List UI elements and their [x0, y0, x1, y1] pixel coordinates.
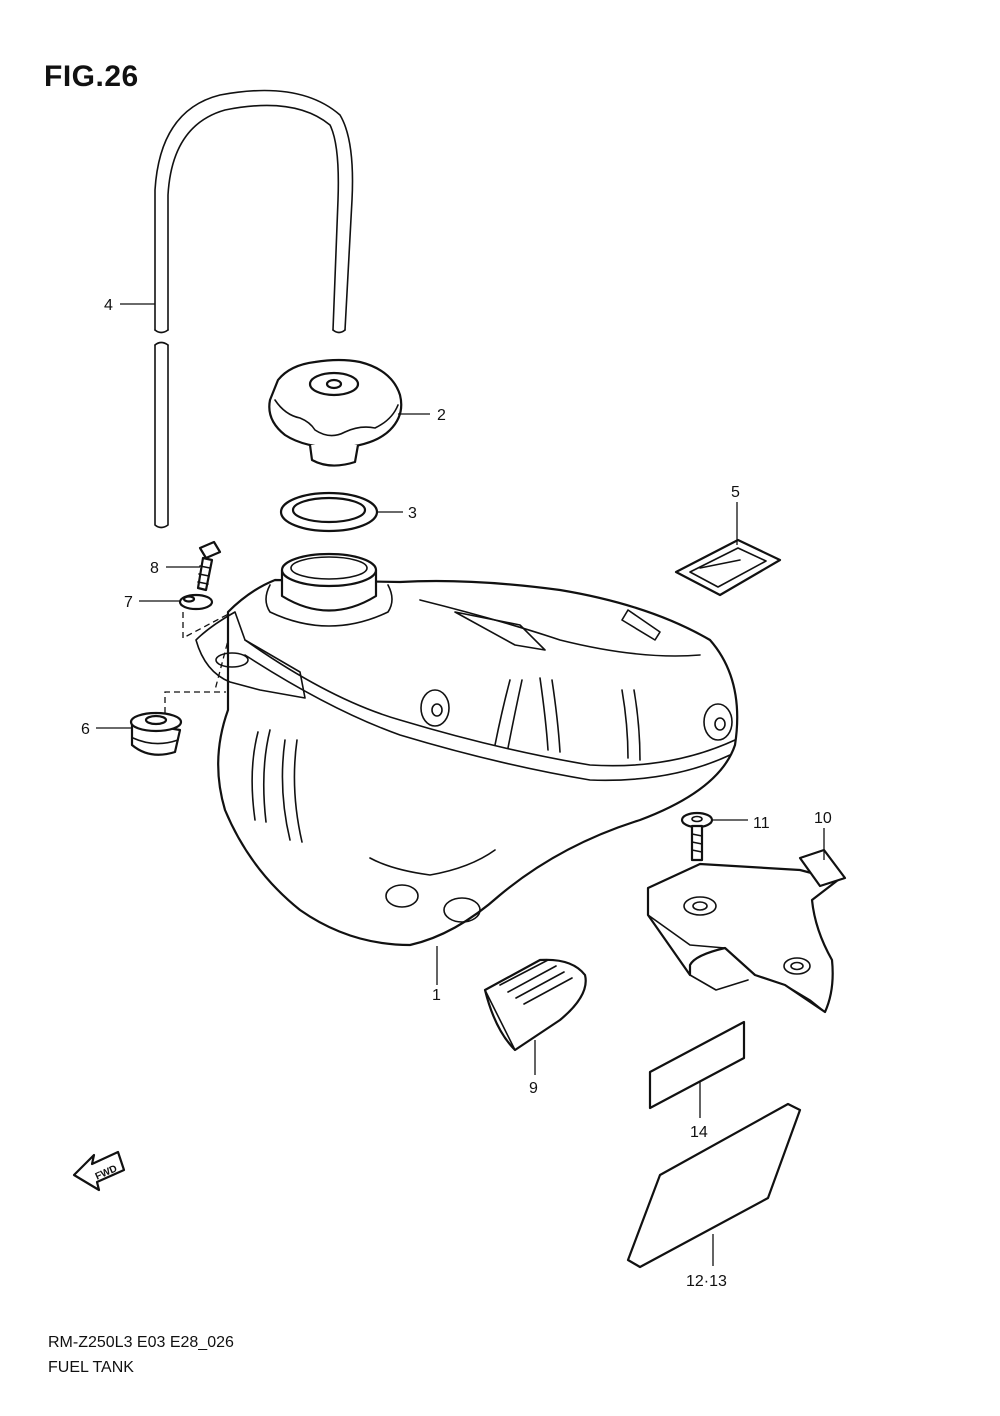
- tank-bracket-part: [646, 848, 847, 1014]
- callout-4: 4: [104, 297, 113, 314]
- model-code: RM-Z250L3 E03 E28_026: [48, 1334, 234, 1351]
- screw-part: [680, 811, 714, 862]
- collar-part: [178, 593, 214, 611]
- callout-7: 7: [124, 594, 133, 611]
- callout-14: 14: [690, 1124, 708, 1141]
- callout-8: 8: [150, 560, 159, 577]
- gasket-part: [279, 491, 379, 533]
- decal-small-part: [648, 1020, 746, 1110]
- callout-5: 5: [731, 484, 740, 501]
- breather-hose-part: [154, 89, 354, 529]
- bolt-part: [196, 540, 222, 592]
- section-name: FUEL TANK: [48, 1359, 134, 1376]
- fuel-tank-part: [195, 552, 739, 947]
- decal-large-part: [626, 1102, 802, 1269]
- tank-strap-clip-part: [674, 538, 782, 597]
- damper-rubber-part: [483, 958, 587, 1052]
- grommet-part: [129, 711, 183, 756]
- collar-guide-dash: [182, 608, 238, 691]
- callout-3: 3: [408, 505, 417, 522]
- callout-6: 6: [81, 721, 90, 738]
- leader-lines: [96, 303, 825, 1266]
- figure-title: FIG.26: [44, 60, 139, 93]
- callout-10: 10: [814, 810, 832, 827]
- callout-12-13: 12·13: [686, 1273, 727, 1290]
- grommet-guide-dash: [164, 691, 226, 713]
- callout-9: 9: [529, 1080, 538, 1097]
- fuel-cap-part: [268, 358, 403, 467]
- fwd-arrow-icon: FWD: [72, 1150, 126, 1192]
- callout-1: 1: [432, 987, 441, 1004]
- callout-2: 2: [437, 407, 446, 424]
- callout-11: 11: [753, 815, 770, 832]
